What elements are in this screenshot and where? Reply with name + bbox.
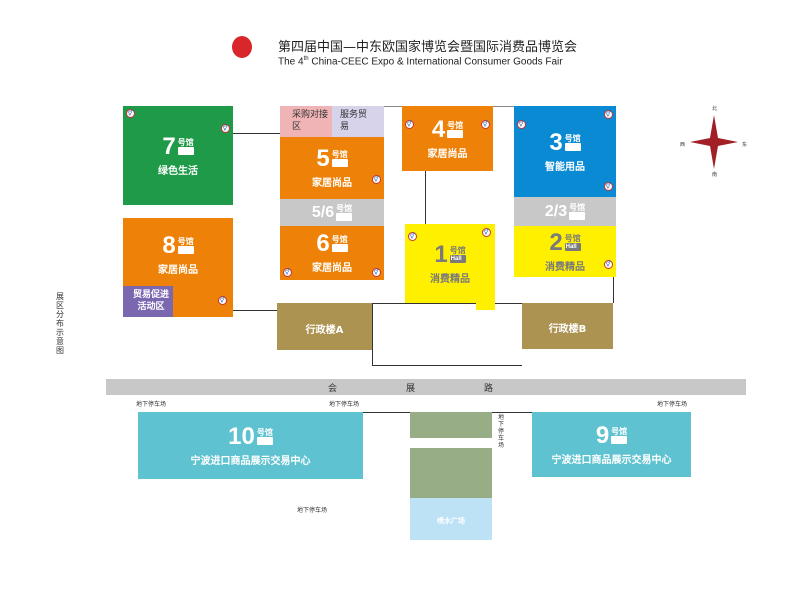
restroom-icon: ⚥ — [405, 120, 414, 129]
path-line — [425, 171, 426, 224]
compass-west: 西 — [680, 142, 686, 148]
restroom-icon: ⚥ — [604, 182, 613, 191]
path-line — [372, 303, 522, 304]
parking-label: 地下停车场 — [297, 507, 328, 514]
restroom-icon: ⚥ — [482, 228, 491, 237]
compass-star-icon — [690, 115, 738, 169]
title-en-post: China-CEEC Expo & International Consumer… — [308, 56, 563, 68]
restroom-icon: ⚥ — [126, 109, 135, 118]
title-en-sup: th — [303, 56, 309, 62]
restroom-icon: ⚥ — [221, 124, 230, 133]
hall-category: 宁波进口商品展示交易中心 — [551, 454, 672, 466]
green-area — [410, 448, 492, 500]
parking-label: 地下停车场 — [329, 401, 360, 408]
hall-1-annex — [476, 300, 495, 310]
road-char: 路 — [484, 384, 494, 394]
compass-east: 东 — [742, 142, 748, 148]
compass-south: 南 — [712, 172, 718, 178]
hall-category: 家居尚品 — [312, 263, 352, 274]
header: 第四届中国—中东欧国家博览会暨国际消费品博览会 The 4th China-CE… — [228, 28, 608, 73]
parking-label: 地下停车场 — [498, 414, 505, 449]
restroom-icon: ⚥ — [604, 110, 613, 119]
purchase-matching-zone[interactable]: 采购对接区 — [280, 106, 332, 137]
plaza-label: 喷水广场 — [437, 516, 465, 525]
hall-category: 家居尚品 — [427, 148, 468, 160]
restroom-icon: ⚥ — [604, 260, 613, 269]
restroom-icon: ⚥ — [372, 175, 381, 184]
restroom-icon: ⚥ — [372, 268, 381, 277]
building-label: 行政楼A — [305, 324, 344, 336]
side-label: 展区分布示意图 — [56, 292, 64, 355]
path-line — [363, 412, 410, 413]
green-area — [410, 412, 492, 438]
mascot-logo — [232, 36, 252, 58]
path-line — [372, 303, 373, 365]
road-char: 会 — [328, 384, 338, 394]
compass: 北 东 南 西 — [680, 105, 750, 180]
hall-category: 家居尚品 — [312, 178, 352, 189]
restroom-icon: ⚥ — [481, 120, 490, 129]
parking-label: 地下停车场 — [136, 401, 167, 408]
trade-promotion-zone[interactable]: 贸易促进活动区 — [123, 286, 173, 317]
building-label: 行政楼B — [548, 324, 587, 335]
compass-north: 北 — [712, 106, 718, 112]
path-line — [372, 365, 522, 366]
restroom-icon: ⚥ — [218, 296, 227, 305]
title-en-pre: The 4 — [278, 56, 304, 68]
parking-label: 地下停车场 — [657, 401, 688, 408]
restroom-icon: ⚥ — [517, 120, 526, 129]
path-line — [613, 277, 614, 303]
title-en: The 4th China-CEEC Expo & International … — [278, 56, 563, 67]
admin-building-b[interactable]: 行政楼B — [522, 303, 613, 349]
hall-category: 消费精品 — [430, 273, 470, 285]
hall-category: 家居尚品 — [158, 265, 198, 276]
path-line — [492, 412, 532, 413]
restroom-icon: ⚥ — [283, 268, 292, 277]
admin-building-a[interactable]: 行政楼A — [277, 303, 372, 350]
hall-category: 智能用品 — [545, 161, 585, 173]
hall-category: 绿色生活 — [158, 165, 198, 177]
path-line — [233, 310, 277, 311]
path-line — [233, 133, 280, 134]
hall-category: 消费精品 — [545, 261, 585, 273]
restroom-icon: ⚥ — [408, 232, 417, 241]
road-char: 展 — [406, 384, 416, 394]
huizhan-road: 会 展 路 — [106, 379, 746, 395]
title-cn: 第四届中国—中东欧国家博览会暨国际消费品博览会 — [278, 40, 578, 55]
service-trade-zone[interactable]: 服务贸易 — [332, 106, 384, 137]
hall-category: 宁波进口商品展示交易中心 — [190, 455, 311, 467]
fountain-plaza[interactable]: 喷水广场 — [410, 498, 492, 540]
